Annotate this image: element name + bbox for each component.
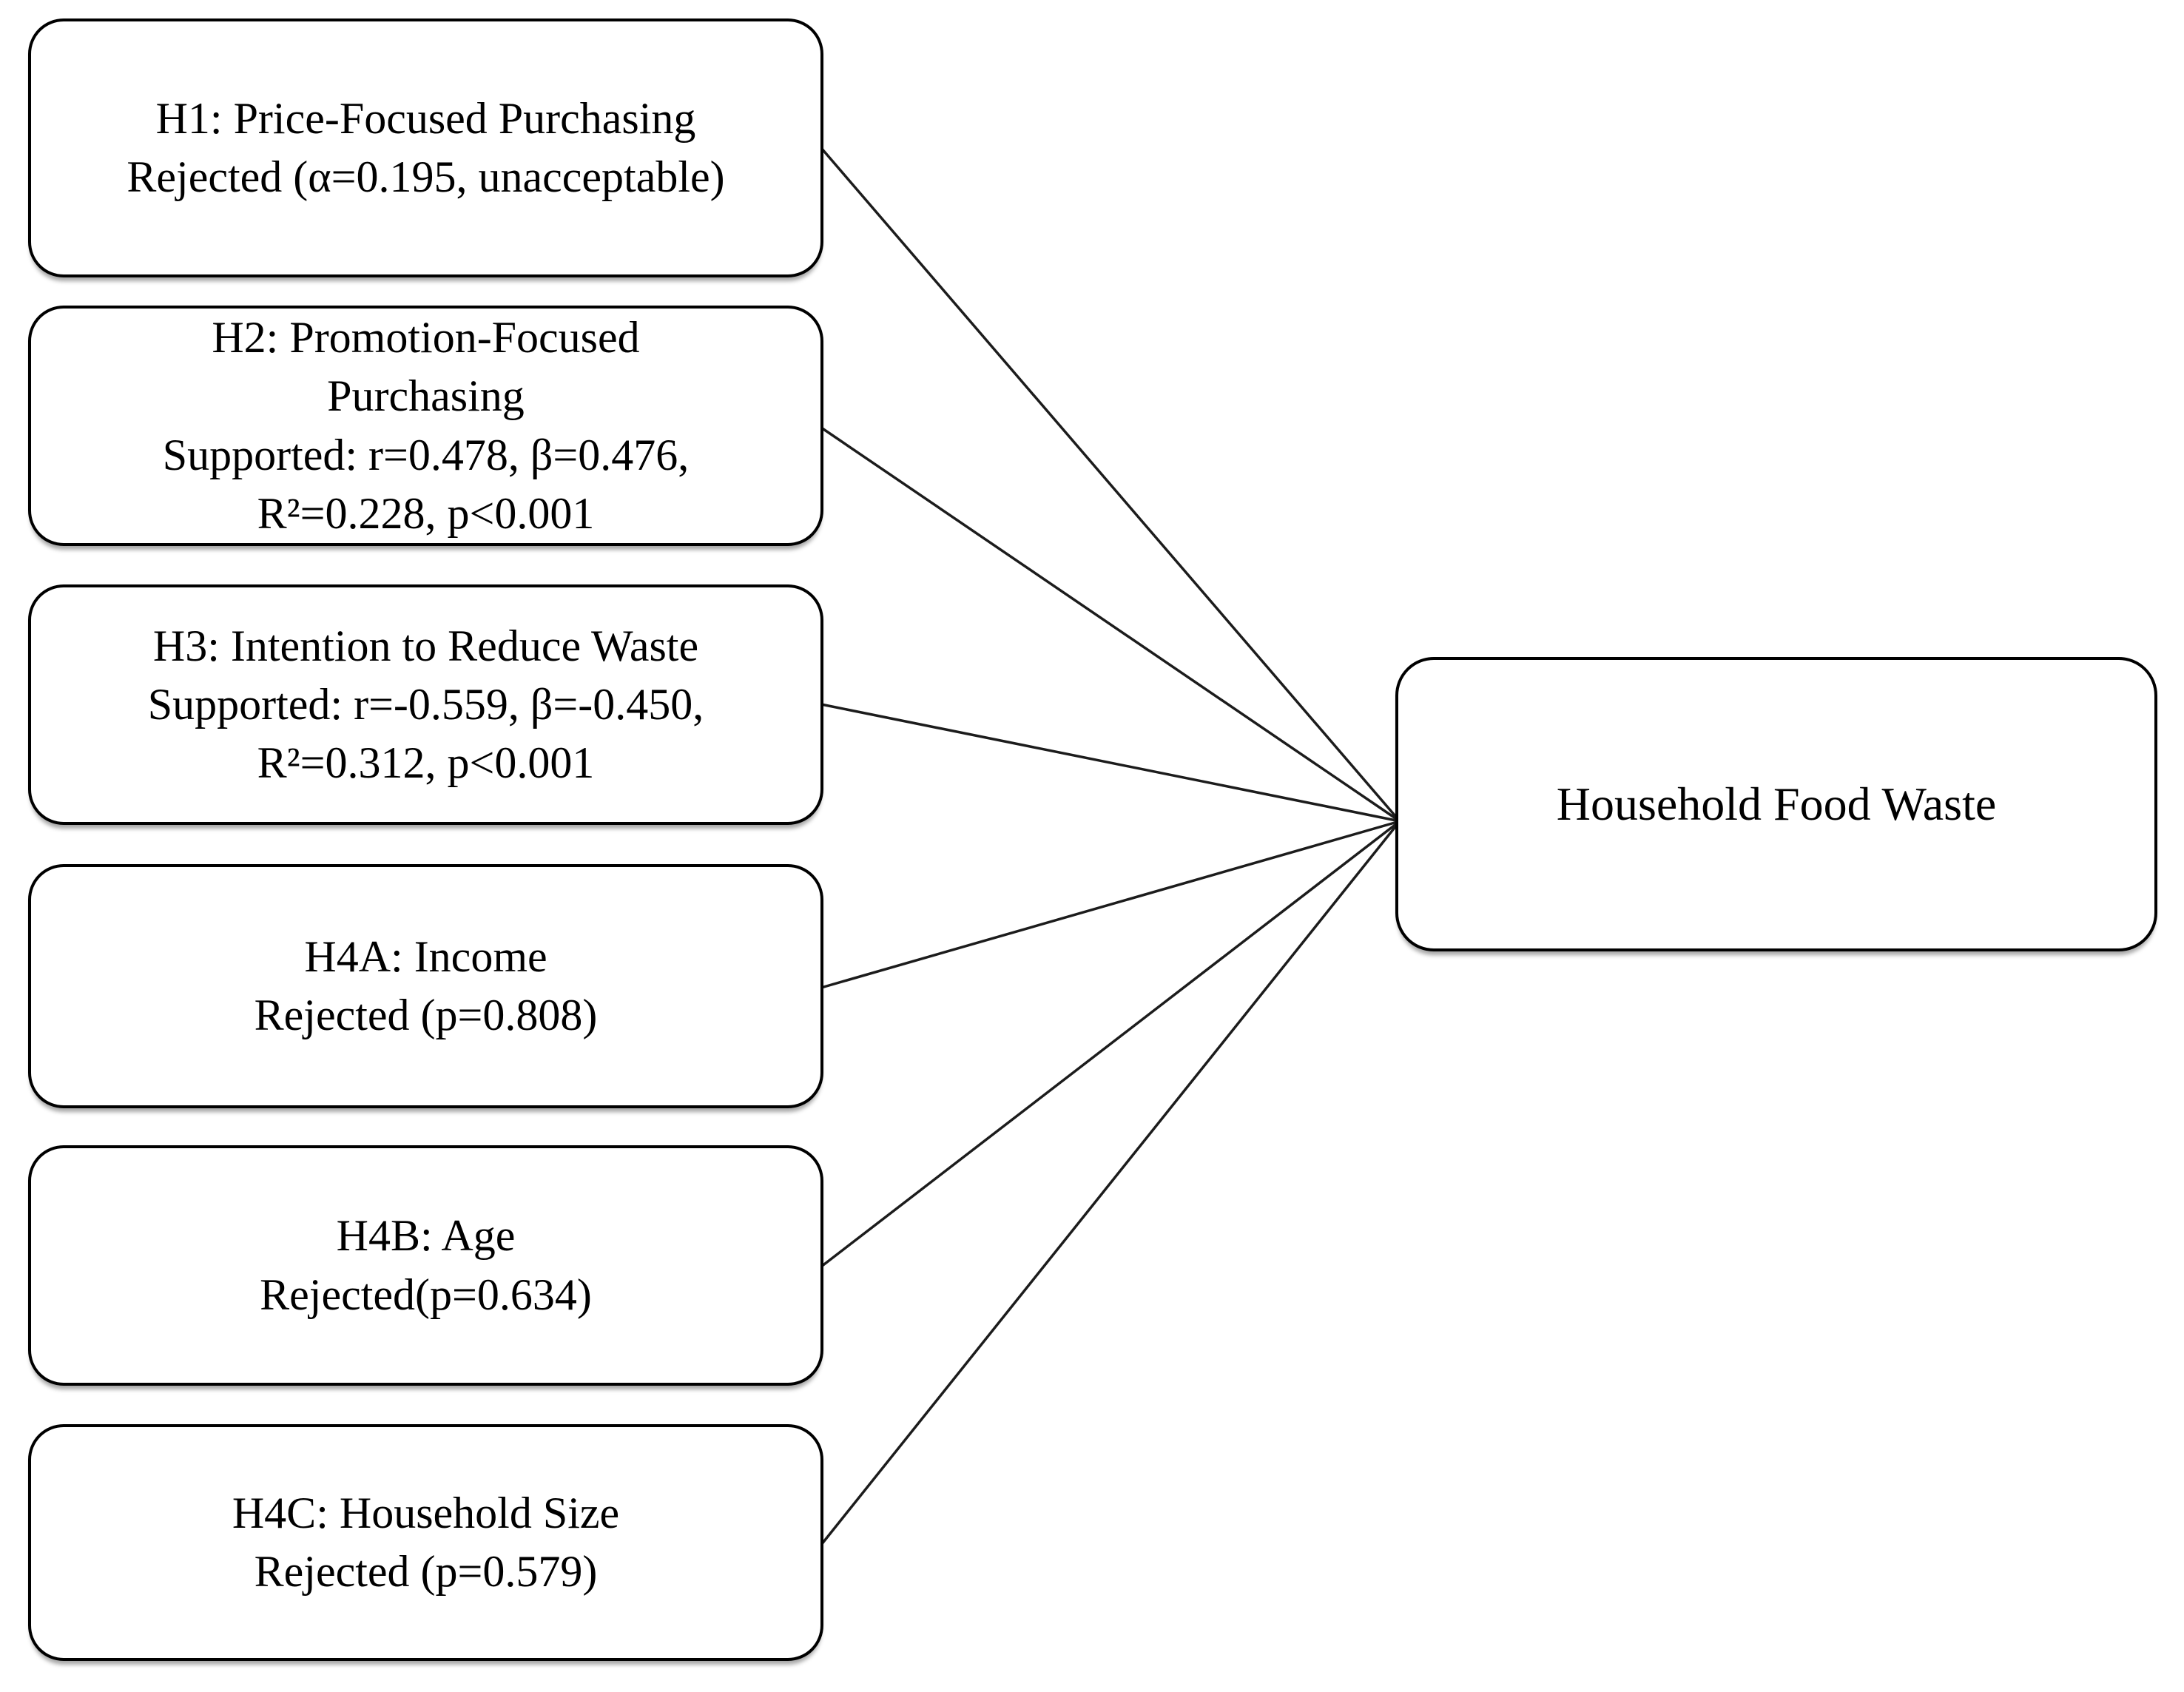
hypothesis-result: Supported: r=-0.559, β=-0.450, (147, 679, 704, 729)
hypothesis-title: H2: Promotion-Focused (212, 313, 640, 363)
connector-line-h4c (820, 820, 1401, 1546)
hypothesis-box-h4b: H4B: Age Rejected(p=0.634) (28, 1145, 823, 1386)
hypothesis-title: H3: Intention to Reduce Waste (152, 621, 699, 670)
hypothesis-box-h4c: H4C: Household Size Rejected (p=0.579) (28, 1424, 823, 1661)
hypothesis-result-cont: R²=0.228, p<0.001 (257, 488, 595, 538)
connector-line-h1 (820, 146, 1401, 823)
hypothesis-title: H1: Price-Focused Purchasing (155, 93, 696, 143)
hypothesis-result: Supported: r=0.478, β=0.476, (162, 430, 690, 479)
hypothesis-result: Rejected(p=0.634) (260, 1270, 592, 1319)
hypothesis-title: H4B: Age (336, 1211, 516, 1261)
hypothesis-result: Rejected (p=0.808) (254, 991, 598, 1039)
hypothesis-box-h4a: H4A: Income Rejected (p=0.808) (28, 864, 823, 1108)
hypothesis-result-cont: R²=0.312, p<0.001 (257, 738, 595, 788)
hypothesis-result: Rejected (p=0.579) (254, 1547, 598, 1596)
hypothesis-title: H4A: Income (304, 931, 547, 981)
hypothesis-box-h2: H2: Promotion-Focused Purchasing Support… (28, 306, 823, 546)
hypothesis-box-h1: H1: Price-Focused Purchasing Rejected (α… (28, 18, 823, 277)
connector-line-h3 (820, 703, 1401, 823)
hypothesis-title: H4C: Household Size (232, 1488, 620, 1537)
outcome-label: Household Food Waste (1556, 777, 1997, 830)
connector-line-h4b (820, 820, 1401, 1268)
connector-line-h4a (820, 820, 1401, 989)
hypothesis-box-h3: H3: Intention to Reduce Waste Supported:… (28, 584, 823, 825)
connector-line-h2 (820, 426, 1401, 823)
hypothesis-title-cont: Purchasing (327, 371, 525, 421)
outcome-box-household-food-waste: Household Food Waste (1395, 657, 2157, 951)
hypothesis-result: Rejected (α=0.195, unacceptable) (127, 152, 725, 201)
